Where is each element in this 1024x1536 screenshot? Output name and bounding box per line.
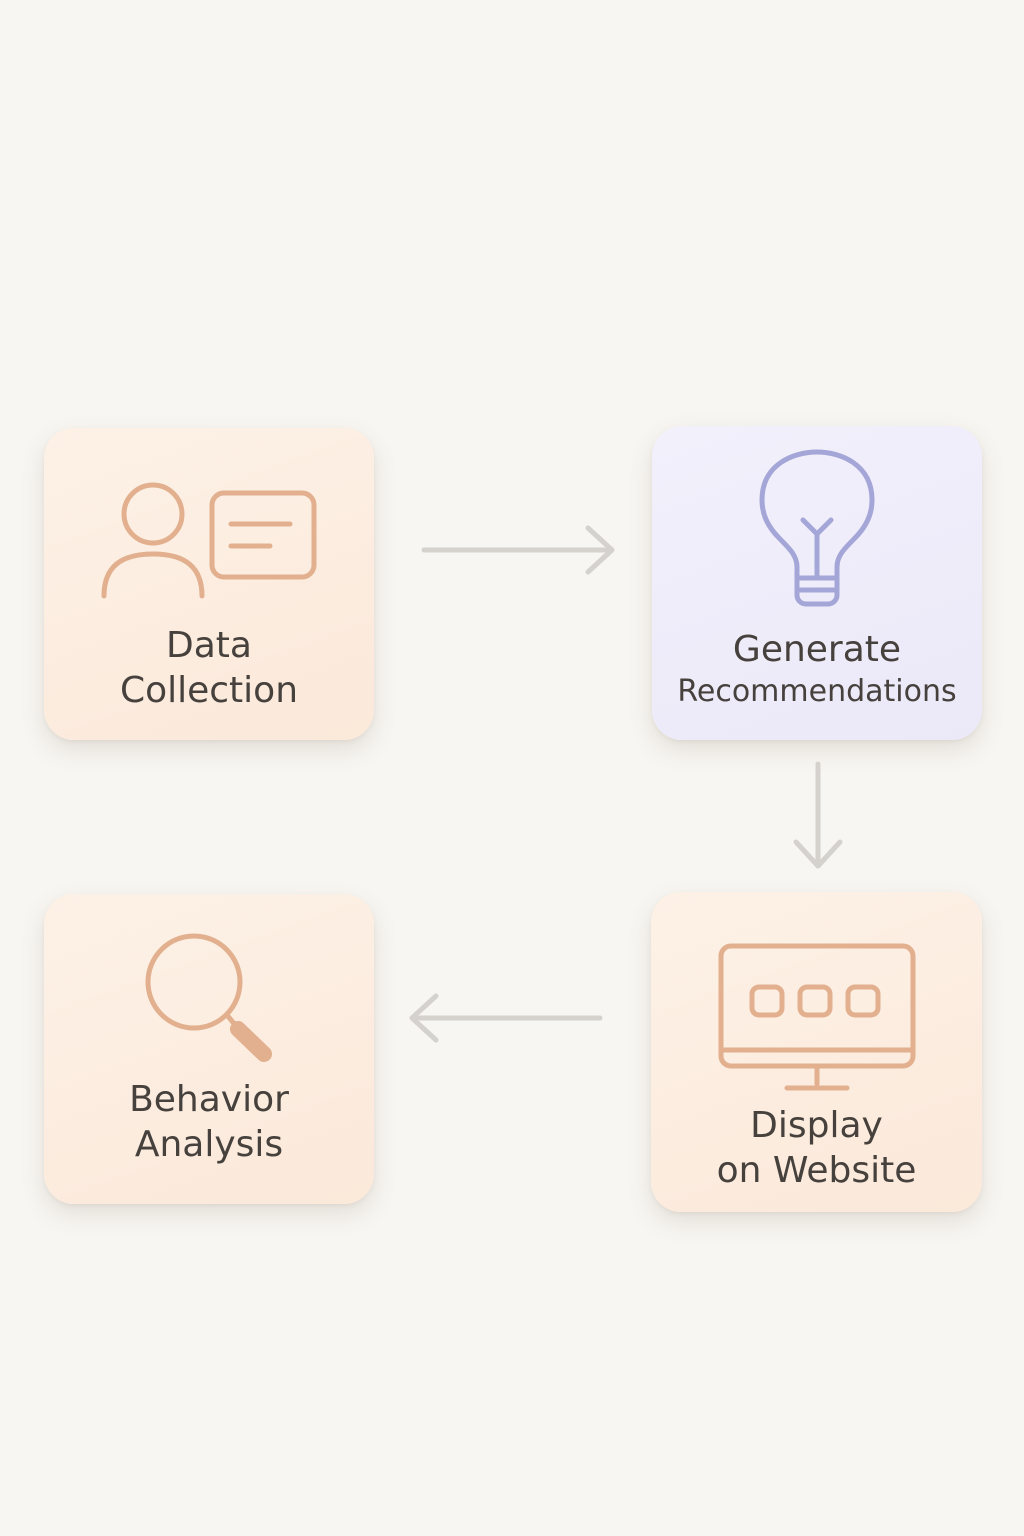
- flow-arrow-left: [409, 993, 603, 1043]
- lightbulb-icon: [759, 449, 875, 607]
- step-card-generate-recommendations: Generate Recommendations: [652, 426, 982, 740]
- magnifying-glass-icon: [145, 933, 272, 1062]
- step-label-data-collection: Data Collection: [119, 625, 299, 711]
- step-label-generate-recommendations: Generate Recommendations: [677, 629, 957, 709]
- user-profile-card-icon: [101, 482, 317, 599]
- monitor-icon: [718, 943, 916, 1091]
- step-label-behavior-analysis: Behavior Analysis: [129, 1079, 289, 1165]
- step-card-display-on-website: Display on Website: [651, 892, 982, 1212]
- step-label-display-on-website: Display on Website: [716, 1105, 917, 1191]
- step-card-data-collection: Data Collection: [44, 428, 374, 740]
- flow-arrow-down: [793, 761, 843, 869]
- flow-arrow-right: [421, 525, 615, 575]
- step-card-behavior-analysis: Behavior Analysis: [44, 894, 374, 1204]
